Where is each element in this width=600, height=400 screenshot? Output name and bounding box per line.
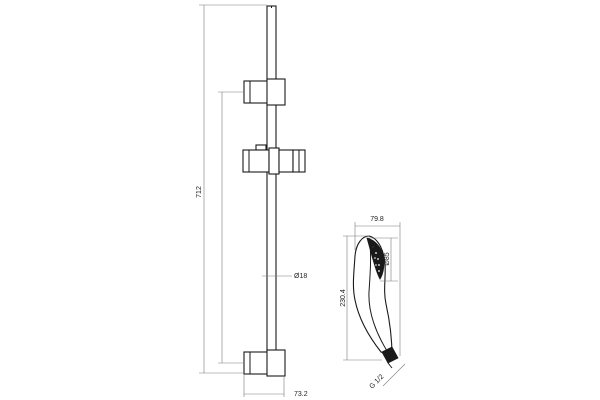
rod-diameter-label: Ø18 [294,273,307,280]
rod-diameter-dimension: Ø18 [262,273,307,280]
base-width-label: 73.2 [294,391,308,398]
handset-length-label: 230.4 [340,289,347,307]
top-wall-bracket [243,78,286,106]
sliding-holder [242,144,306,175]
head-width-label: 79.8 [370,216,384,223]
rail-rod [266,5,277,363]
handset-length-dimension: 230.4 [340,235,382,361]
bracket-spacing-dimension [218,91,244,364]
bottom-wall-bracket [243,349,286,377]
thread-dimension: G 1/2 [368,363,406,390]
spray-nozzles [372,246,380,272]
hand-shower [352,235,399,369]
thread-connector [381,346,399,364]
head-diameter-dimension: Ø85 [368,237,398,282]
thread-label: G 1/2 [368,373,385,390]
head-diameter-label: Ø85 [384,252,391,265]
base-width-dimension: 73.2 [243,374,308,398]
rail-height-label: 712 [196,186,203,198]
rail-height-dimension: 712 [196,4,267,374]
slide-rail-assembly [242,5,306,377]
